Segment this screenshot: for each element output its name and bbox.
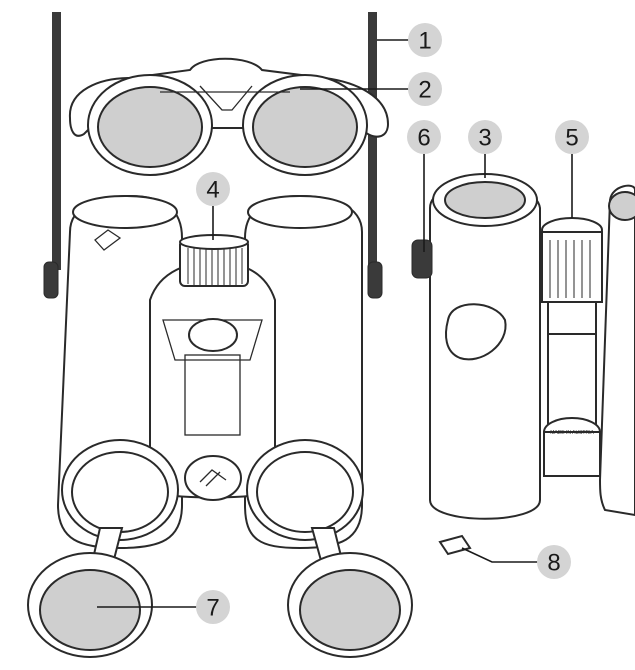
- callout-5-label: 5: [565, 125, 578, 152]
- binocular-front: [43, 194, 383, 550]
- carrying-strap: [52, 12, 377, 270]
- callout-3-label: 3: [478, 125, 491, 152]
- callout-6: 6: [407, 120, 441, 154]
- callout-8: 8: [537, 545, 571, 579]
- callout-7-label: 7: [206, 595, 219, 622]
- callout-2: 2: [408, 72, 442, 106]
- callout-3: 3: [468, 120, 502, 154]
- leader-lines: [97, 39, 573, 608]
- callout-1-label: 1: [418, 28, 431, 55]
- callout-6-label: 6: [417, 125, 430, 152]
- made-in-label: MADE IN AUSTRIA: [550, 430, 594, 436]
- callout-2-label: 2: [418, 77, 431, 104]
- objective-caps: [27, 527, 413, 658]
- callout-4-label: 4: [206, 177, 219, 204]
- callout-4: 4: [196, 172, 230, 206]
- rainguard: [68, 57, 390, 176]
- diopter-wheel: [541, 217, 603, 425]
- callout-8-label: 8: [547, 550, 560, 577]
- callout-7: 7: [196, 590, 230, 624]
- focus-wheel: [179, 234, 249, 287]
- callout-1: 1: [408, 23, 442, 57]
- binocular-side: MADE IN AUSTRIA: [411, 173, 635, 520]
- strap-connector: [438, 534, 472, 556]
- callout-5: 5: [555, 120, 589, 154]
